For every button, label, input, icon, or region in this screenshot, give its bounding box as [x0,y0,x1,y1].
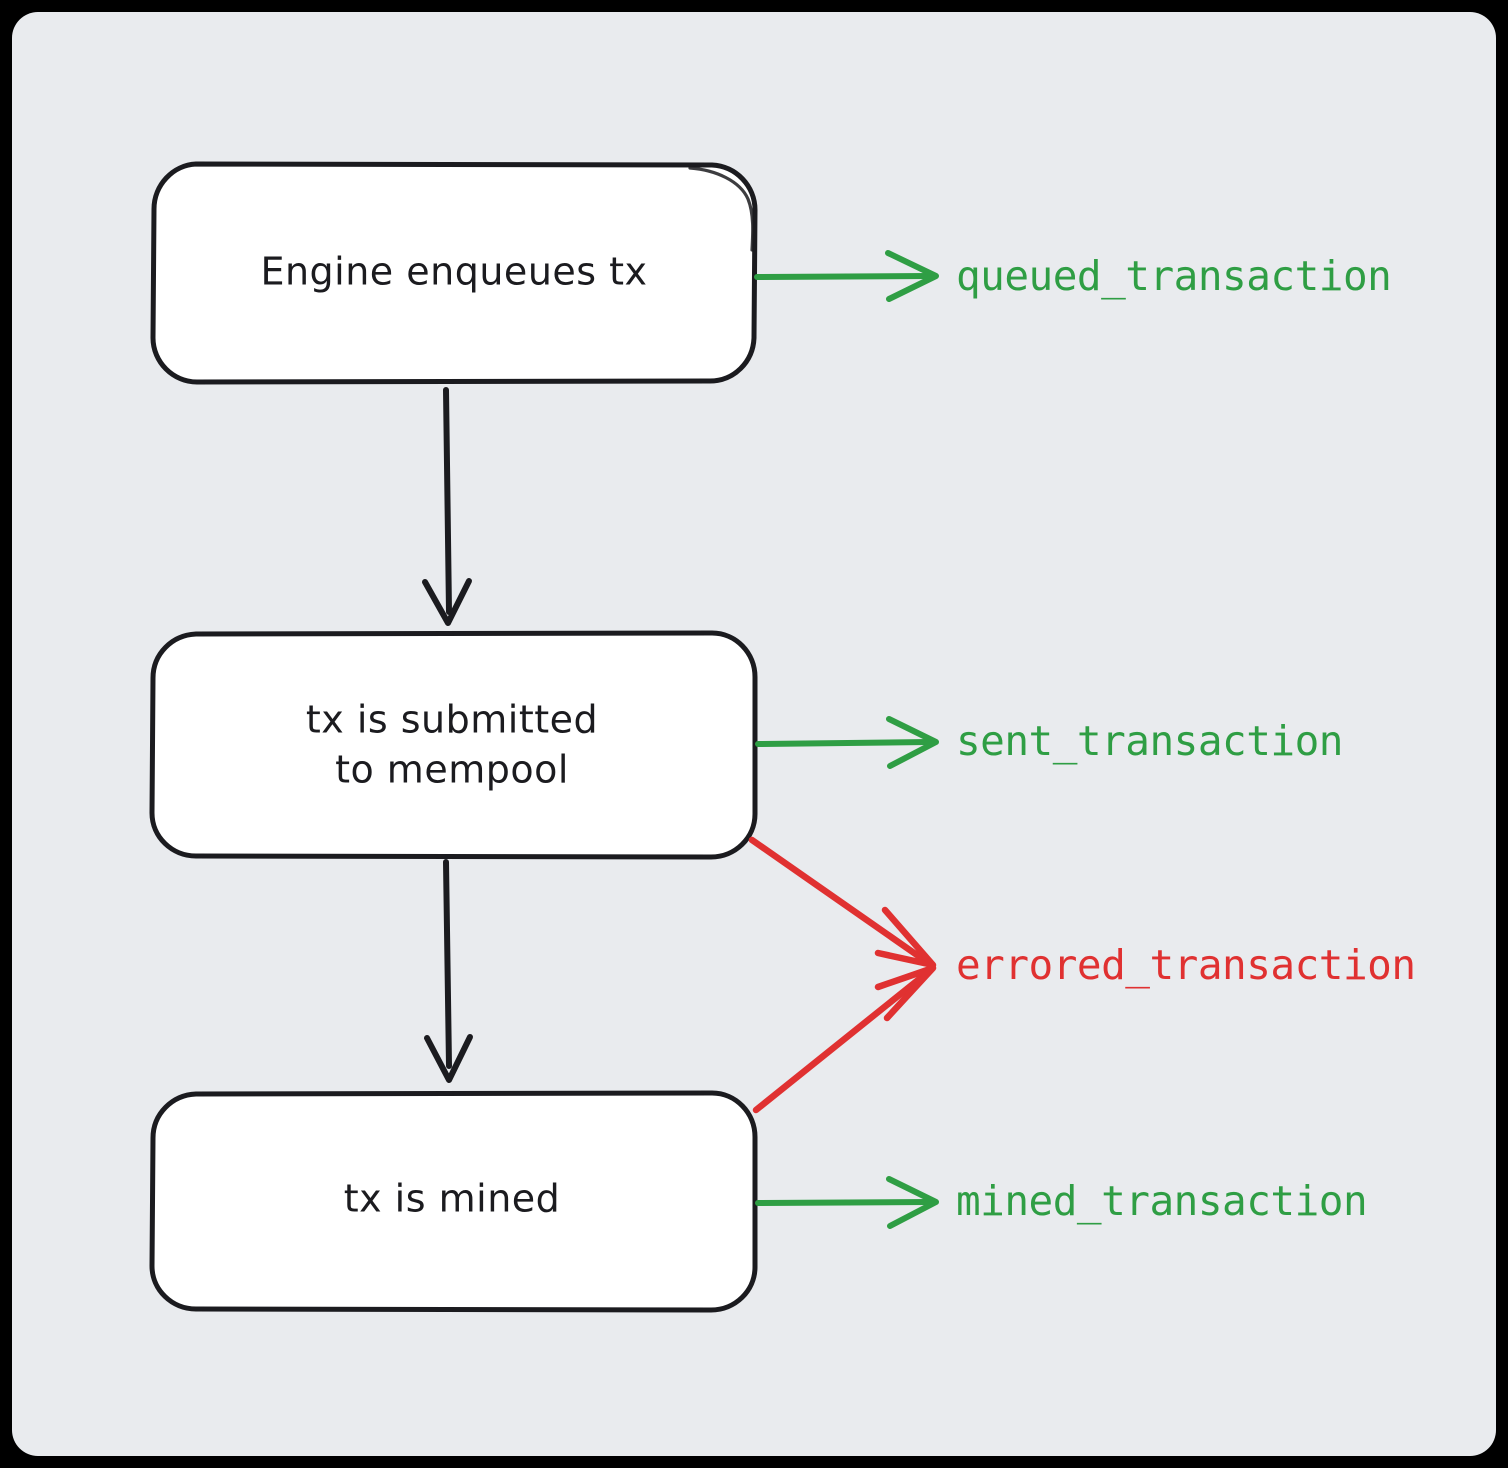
node-engine-enqueues-tx-shape [150,161,758,385]
event-queued-transaction-arrowhead [885,250,939,302]
flow-edge-submitted-to-mined [424,859,473,1083]
event-sent-transaction-arrowhead [886,716,939,769]
event-sent-transaction-arrow-line [755,739,931,747]
node-tx-is-mined[interactable]: tx is mined [149,1090,758,1313]
event-queued-transaction-arrow-line [754,273,931,280]
event-sent-transaction-label: sent_transaction [956,717,1343,765]
event-mined-transaction-arrowhead [886,1176,939,1229]
event-errored-transaction[interactable]: errored_transaction [748,836,1416,1114]
node-engine-enqueues-tx[interactable]: Engine enqueues tx [150,161,758,385]
flow-edge-submitted-to-mined-arrowhead [424,1034,473,1083]
node-tx-submitted-to-mempool-label-line2: to mempool [335,748,569,792]
flow-edge-enqueued-to-submitted-arrowhead [422,578,472,626]
event-errored-transaction-arrow-line-from-submitted [748,836,931,966]
flow-edge-enqueued-to-submitted-line [443,387,452,615]
node-tx-is-mined-label: tx is mined [344,1177,561,1221]
event-sent-transaction[interactable]: sent_transaction [755,716,1343,769]
flow-edge-enqueued-to-submitted [422,387,472,626]
node-tx-submitted-to-mempool-label-line1: tx is submitted [306,698,598,742]
event-queued-transaction[interactable]: queued_transaction [754,250,1392,302]
node-engine-enqueues-tx-sketch-stroke [688,166,755,252]
flow-edge-submitted-to-mined-line [443,859,452,1069]
node-tx-submitted-to-mempool-shape [149,630,758,860]
node-engine-enqueues-tx-label: Engine enqueues tx [260,250,647,294]
node-tx-is-mined-shape [149,1090,758,1313]
node-tx-submitted-to-mempool[interactable]: tx is submitted to mempool [149,630,758,860]
event-errored-transaction-arrow-line-from-mined [752,968,932,1114]
event-mined-transaction-arrow-line [755,1199,931,1206]
event-errored-transaction-arrowhead-from-mined [874,964,937,1022]
event-queued-transaction-label: queued_transaction [956,252,1391,300]
event-mined-transaction[interactable]: mined_transaction [755,1176,1368,1229]
event-mined-transaction-label: mined_transaction [956,1177,1367,1225]
event-errored-transaction-label: errored_transaction [956,941,1416,989]
